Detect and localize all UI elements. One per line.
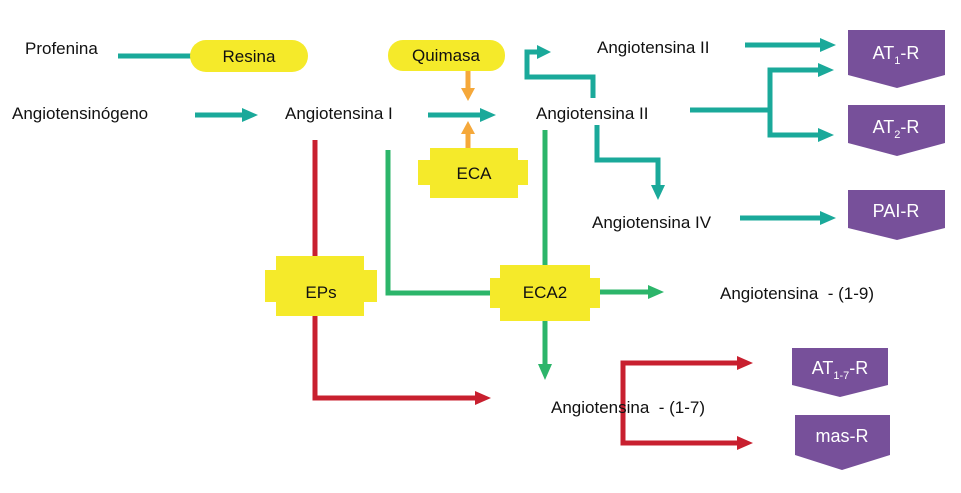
green-connectors <box>385 130 648 364</box>
red-connectors <box>312 140 737 446</box>
resina-enzyme: Resina <box>190 40 308 72</box>
angiotensina-i-label: Angiotensina I <box>285 104 393 123</box>
arrow-ang-ii-to-ang-iv <box>594 125 661 185</box>
profenina-label: Profenina <box>25 39 98 58</box>
quimasa-label: Quimasa <box>412 46 481 65</box>
pai-receptor <box>848 190 945 240</box>
quimasa-enzyme: Quimasa <box>388 40 505 71</box>
at17-receptor <box>792 348 888 397</box>
arrow-branch-at1-at2 <box>767 67 818 138</box>
mas-receptor <box>795 415 890 470</box>
line-ang-i-to-eca2 <box>385 150 500 296</box>
angiotensina-ii-label: Angiotensina II <box>536 104 648 123</box>
eca-enzyme: ECA <box>418 148 528 198</box>
mas-label: mas-R <box>816 426 869 446</box>
resina-label: Resina <box>223 47 276 66</box>
at1-label: AT1-R <box>873 43 920 67</box>
at1-receptor <box>848 30 945 88</box>
arrowheads <box>242 38 836 450</box>
pai-label: PAI-R <box>873 201 920 221</box>
angiotensina-ii-top-label: Angiotensina II <box>597 38 709 57</box>
angiotensinogeno-label: Angiotensinógeno <box>12 104 148 123</box>
arrow-ang-i-to-ang-1-7 <box>312 140 475 401</box>
at17-label: AT1-7-R <box>812 358 869 382</box>
arrow-ang-1-7-to-receptors <box>620 360 737 446</box>
at2-receptor <box>848 105 945 156</box>
at2-label: AT2-R <box>873 117 920 141</box>
arrow-ang-ii-to-ang-ii-top <box>524 49 596 98</box>
teal-connectors <box>118 42 820 221</box>
eca-label: ECA <box>457 164 493 183</box>
eca2-label: ECA2 <box>523 283 567 302</box>
eps-enzyme: EPs <box>265 256 377 316</box>
angiotensina-1-7-label: Angiotensina - (1-7) <box>551 398 705 417</box>
angiotensina-iv-label: Angiotensina IV <box>592 213 712 232</box>
eca2-enzyme: ECA2 <box>490 265 600 321</box>
eps-label: EPs <box>305 283 336 302</box>
angiotensina-1-9-label: Angiotensina - (1-9) <box>720 284 874 303</box>
